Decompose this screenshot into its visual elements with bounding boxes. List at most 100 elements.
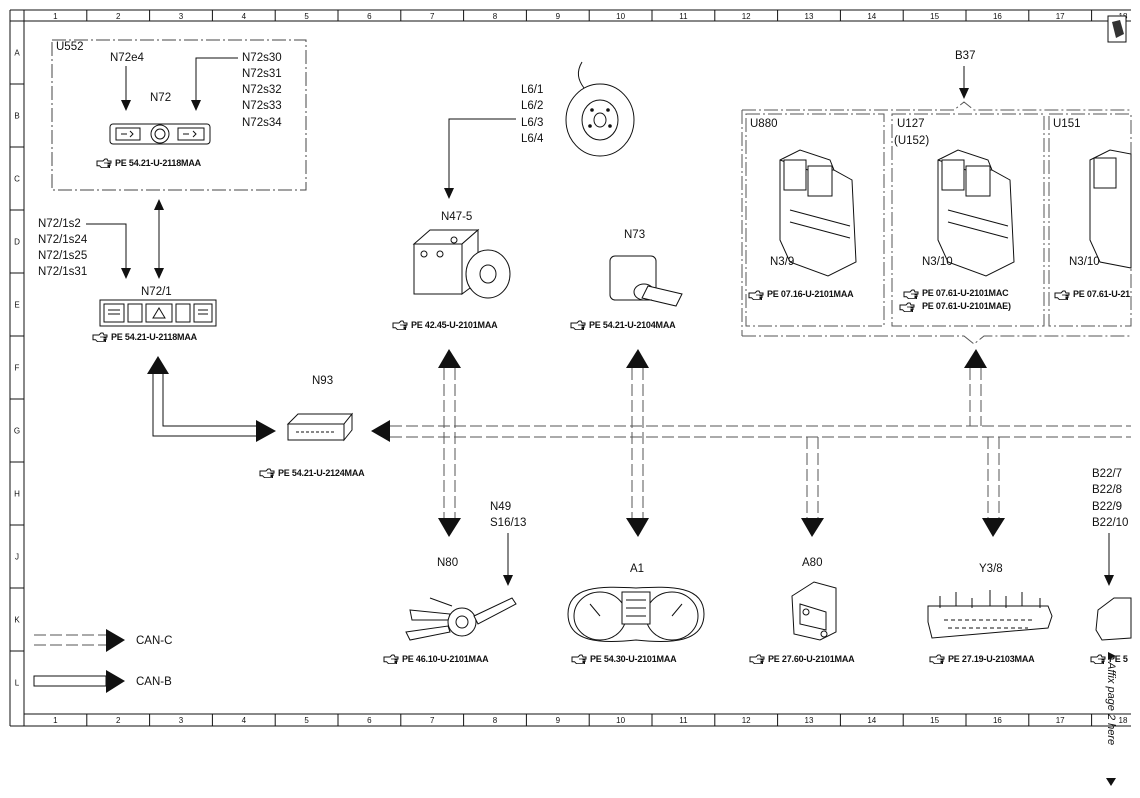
n72-label: N72: [150, 92, 171, 104]
u552-label: U552: [56, 41, 84, 53]
arrow-icon: [371, 420, 390, 442]
u880-boundary: [745, 113, 885, 327]
row-index-C: C: [14, 175, 20, 184]
n3-9-label: N3/9: [770, 256, 794, 268]
sensor-module-icon: [1095, 597, 1132, 641]
legend-can-c: CAN-C: [34, 629, 172, 652]
column-index-3: 3: [179, 716, 184, 725]
n72-1-switch-panel-icon: [99, 299, 217, 327]
row-index-B: B: [14, 112, 19, 121]
n80-ref: PE 46.10-U-2101MAA: [402, 654, 489, 664]
n73-label: N73: [624, 229, 645, 241]
column-index-4: 4: [242, 716, 247, 725]
wheel-speed-disc-icon: [565, 61, 635, 157]
arrow-icon: [121, 100, 131, 111]
row-index-J: J: [15, 553, 19, 562]
n47-5-ref: PE 42.45-U-2101MAA: [411, 320, 498, 330]
n72-1-label: N72/1: [141, 286, 172, 298]
arrow-icon: [121, 268, 131, 279]
n3-10b-ecu-icon: [1089, 149, 1132, 269]
column-index-16: 16: [993, 12, 1002, 21]
column-index-12: 12: [742, 716, 751, 725]
arrow-icon: [959, 88, 969, 99]
n3-10a-ref1: PE 07.61-U-2101MAC: [922, 288, 1009, 298]
legend-can-b: CAN-B: [33, 670, 172, 693]
column-index-12: 12: [742, 12, 751, 21]
can-c-bus: [390, 425, 1131, 438]
svg-text:B22/8: B22/8: [1092, 484, 1122, 496]
column-index-1: 1: [53, 12, 58, 21]
n93-module-icon: [286, 412, 354, 442]
column-index-6: 6: [367, 12, 372, 21]
row-index-G: G: [14, 427, 20, 436]
affix-note: Affix page 2 here: [1105, 661, 1117, 745]
column-index-7: 7: [430, 12, 435, 21]
y3-8-ref: PE 27.19-U-2103MAA: [948, 654, 1035, 664]
column-index-16: 16: [993, 716, 1002, 725]
legend: CAN-C CAN-B: [33, 629, 172, 693]
legend-can-b-label: CAN-B: [136, 676, 172, 688]
column-index-7: 7: [430, 716, 435, 725]
affix-arrow-bottom-icon: [1106, 778, 1116, 786]
n3-10-ecu-icon: [937, 149, 1015, 277]
column-index-15: 15: [930, 716, 939, 725]
column-index-18: 18: [1119, 716, 1128, 725]
column-index-3: 3: [179, 12, 184, 21]
column-index-14: 14: [867, 12, 876, 21]
column-index-8: 8: [493, 716, 498, 725]
column-index-11: 11: [679, 12, 688, 21]
svg-text:N72/1s31: N72/1s31: [38, 266, 87, 278]
valve-body-icon: [927, 590, 1053, 639]
u151-label: U151: [1053, 118, 1081, 130]
column-index-17: 17: [1056, 716, 1065, 725]
svg-text:N72/1s2: N72/1s2: [38, 218, 81, 230]
column-index-2: 2: [116, 12, 121, 21]
y3-8-label: Y3/8: [979, 563, 1003, 575]
corner-emblem-icon: [1107, 15, 1127, 43]
a1-label: A1: [630, 563, 644, 575]
svg-text:B22/9: B22/9: [1092, 501, 1122, 513]
column-index-10: 10: [616, 12, 625, 21]
b22-ref: PE 5: [1109, 654, 1128, 664]
u127-boundary: [891, 113, 1045, 327]
arrow-icon: [503, 575, 513, 586]
u152-label: (U152): [894, 135, 929, 147]
column-index-13: 13: [805, 716, 814, 725]
n72e4-label: N72e4: [110, 52, 144, 64]
n72-switch-panel-icon: [109, 123, 211, 145]
l6-list: L6/1 L6/2 L6/3 L6/4: [521, 84, 544, 145]
b37-label: B37: [955, 50, 975, 62]
svg-text:N72/1s24: N72/1s24: [38, 234, 88, 246]
esp-unit-icon: [412, 228, 511, 299]
arrow-icon: [982, 518, 1005, 537]
arrow-icon: [154, 199, 164, 210]
column-index-14: 14: [867, 716, 876, 725]
arrow-icon: [626, 349, 649, 368]
n3-10b-ref: PE 07.61-U-21: [1073, 289, 1130, 299]
svg-text:N72s33: N72s33: [242, 100, 282, 112]
n93-ref: PE 54.21-U-2124MAA: [278, 468, 365, 478]
row-index-A: A: [14, 49, 20, 58]
steering-column-module-icon: [405, 597, 517, 641]
column-index-2: 2: [116, 716, 121, 725]
u127-label: U127: [897, 118, 925, 130]
instrument-cluster-icon: [567, 586, 705, 643]
row-index-H: H: [14, 490, 20, 499]
n72-1-ref: PE 54.21-U-2118MAA: [111, 332, 198, 342]
column-index-17: 17: [1056, 12, 1065, 21]
row-index-K: K: [14, 616, 20, 625]
column-index-5: 5: [304, 12, 309, 21]
svg-text:B22/10: B22/10: [1092, 517, 1128, 529]
a1-ref: PE 54.30-U-2101MAA: [590, 654, 677, 664]
svg-text:L6/4: L6/4: [521, 133, 544, 145]
n3-10b-label: N3/10: [1069, 256, 1100, 268]
svg-text:N72s32: N72s32: [242, 84, 282, 96]
svg-text:L6/2: L6/2: [521, 100, 543, 112]
u552-boundary: [51, 39, 307, 191]
arrow-icon: [964, 349, 987, 368]
column-index-strip: 1122334455667788991010111112121313141415…: [23, 10, 1128, 726]
column-index-11: 11: [679, 716, 688, 725]
row-index-D: D: [14, 238, 20, 247]
